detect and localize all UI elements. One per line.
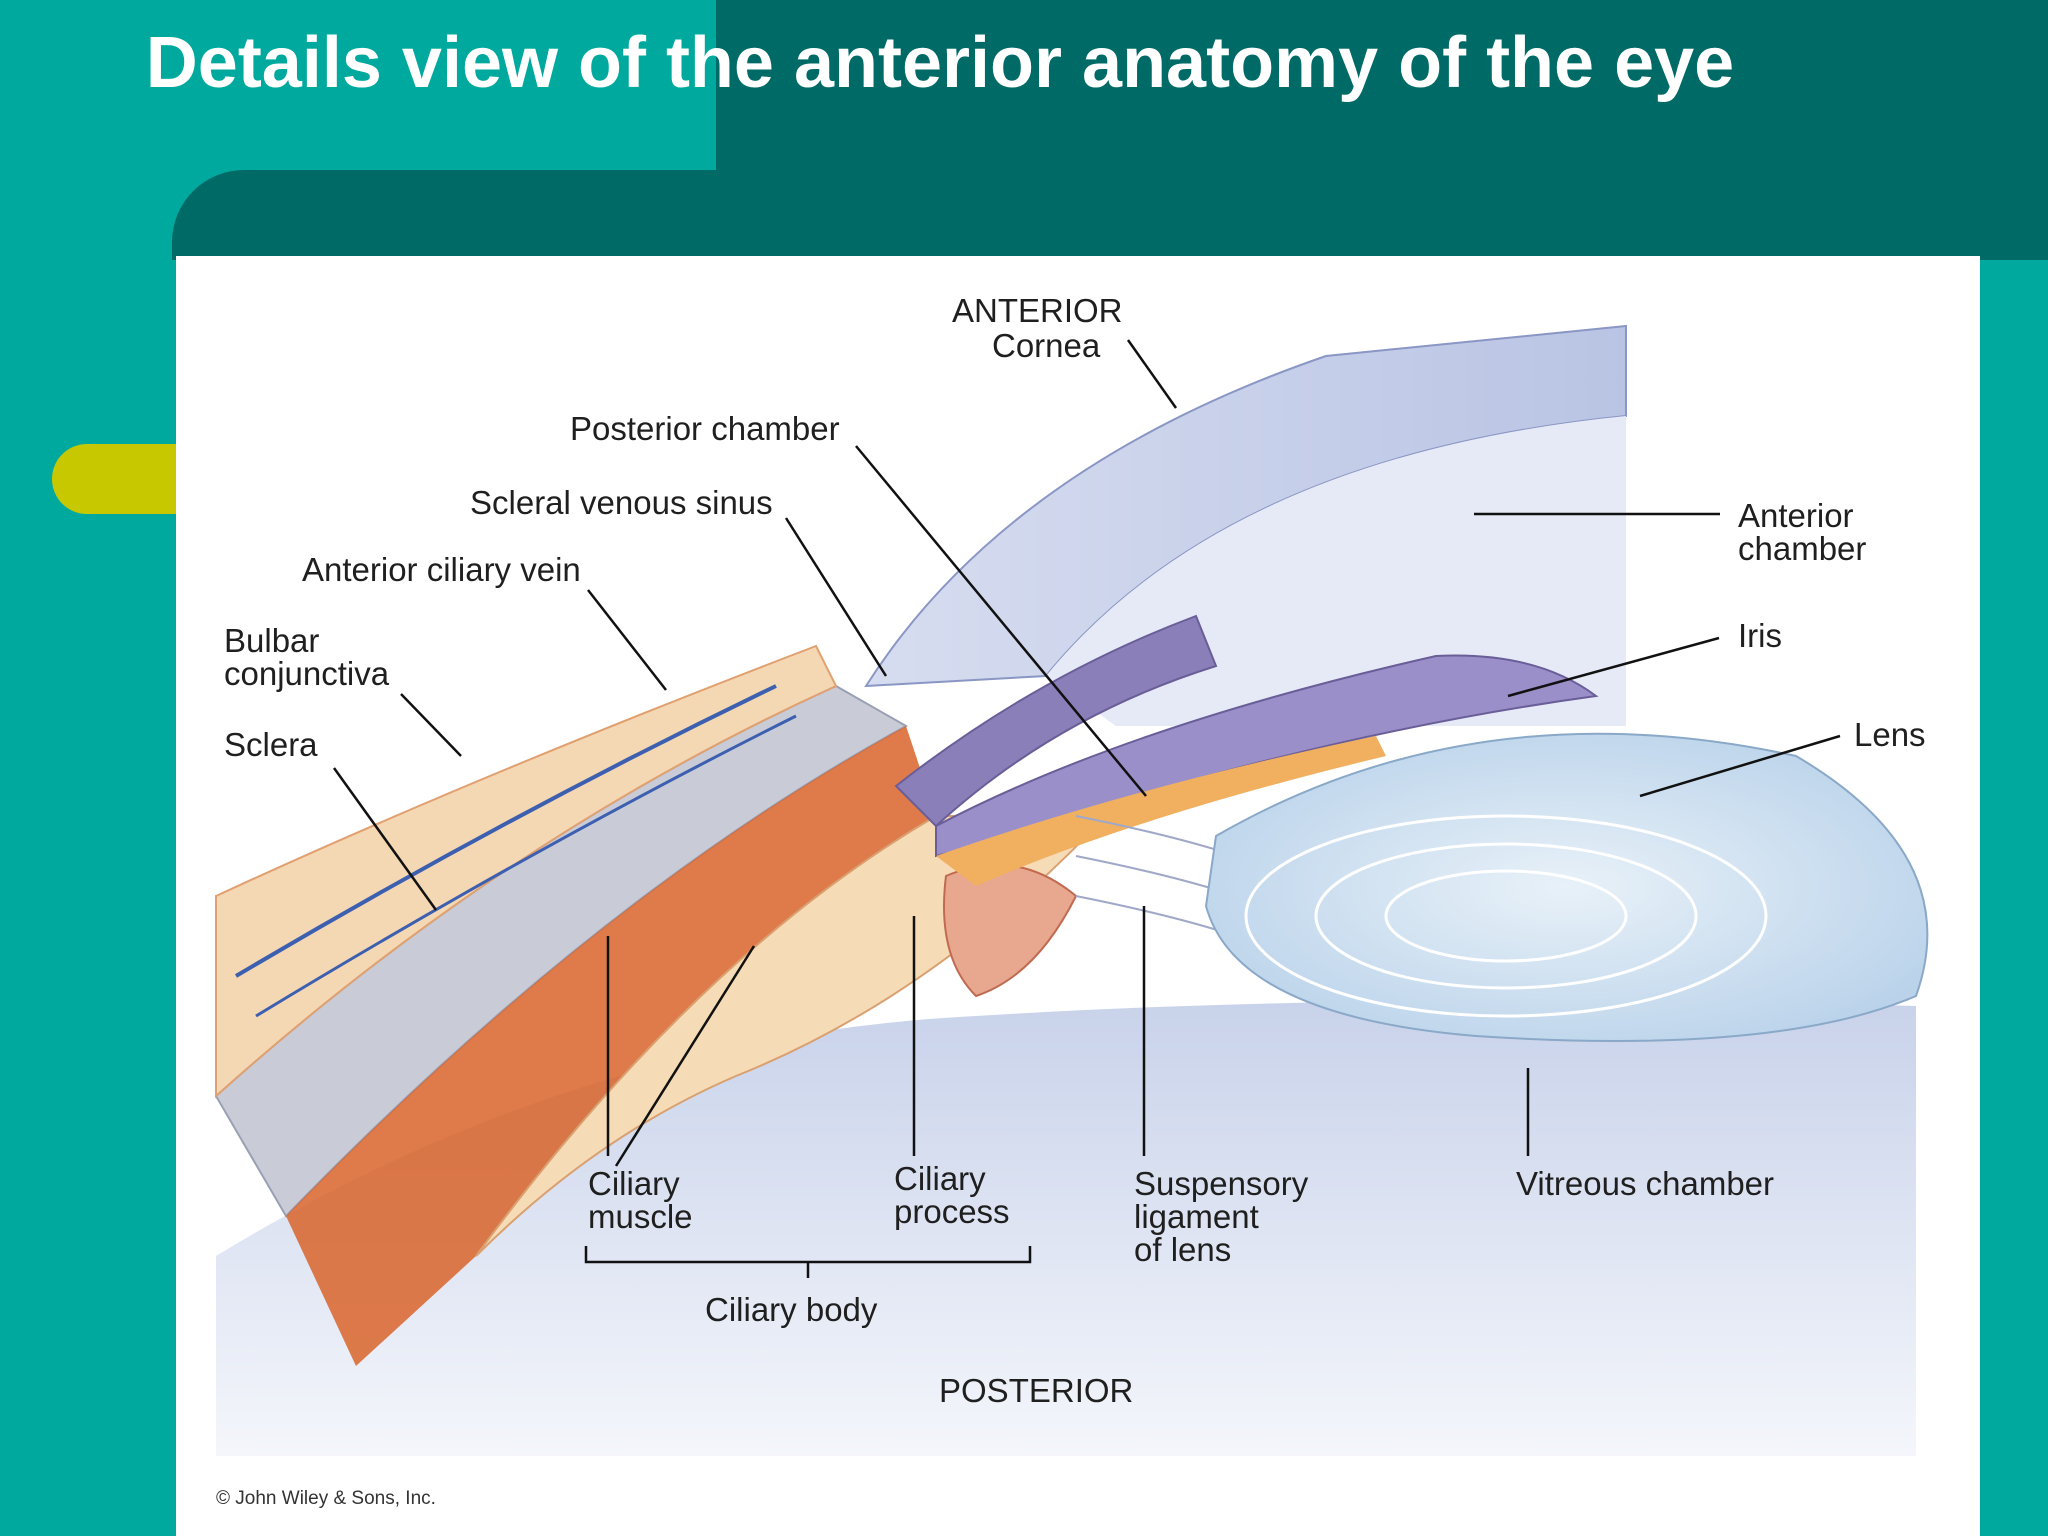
content-frame-top [172,170,2048,260]
label-anterior-ciliary-vein: Anterior ciliary vein [302,551,581,588]
lens-ring [1314,842,1698,990]
label-vitreous-chamber: Vitreous chamber [1516,1165,1775,1202]
page-title: Details view of the anterior anatomy of … [145,23,1735,103]
iris-pigment [936,736,1386,886]
vein-line [234,684,777,978]
label-ciliary-body: Ciliary body [705,1291,878,1328]
label-anterior: ANTERIOR [952,292,1123,329]
scleral-sinus-iris-root [894,614,1218,828]
label-posterior-chamber: Posterior chamber [570,410,840,447]
lens-shape [1204,732,1929,1042]
diagram-panel: ANTERIOR Cornea Posterior chamber Sclera… [176,256,1980,1536]
label-cornea: Cornea [992,327,1101,364]
ciliary-process-shape [943,863,1078,998]
label-suspensory-ligament: Suspensory ligament of lens [1134,1165,1309,1268]
label-lens: Lens [1854,716,1926,753]
vein-line [255,714,797,1018]
ciliary-muscle-shape [286,726,936,1366]
leader-lines [332,339,1841,1278]
lens-ring [1244,814,1768,1018]
eye-anatomy-illustration [214,324,1929,1456]
label-sclera: Sclera [224,726,318,763]
conjunctiva-shape [215,644,838,1099]
label-bulbar-conjunctiva: Bulbar conjunctiva [224,622,390,692]
copyright-text: © John Wiley & Sons, Inc. [216,1488,436,1509]
label-posterior: POSTERIOR [939,1372,1134,1409]
label-iris: Iris [1738,617,1782,654]
lens-ring [1384,869,1628,963]
label-ciliary-process: Ciliary process [894,1160,1010,1230]
label-scleral-venous-sinus: Scleral venous sinus [470,484,773,521]
label-anterior-chamber: Anterior chamber [1738,497,1867,567]
label-ciliary-muscle: Ciliary muscle [588,1165,693,1235]
